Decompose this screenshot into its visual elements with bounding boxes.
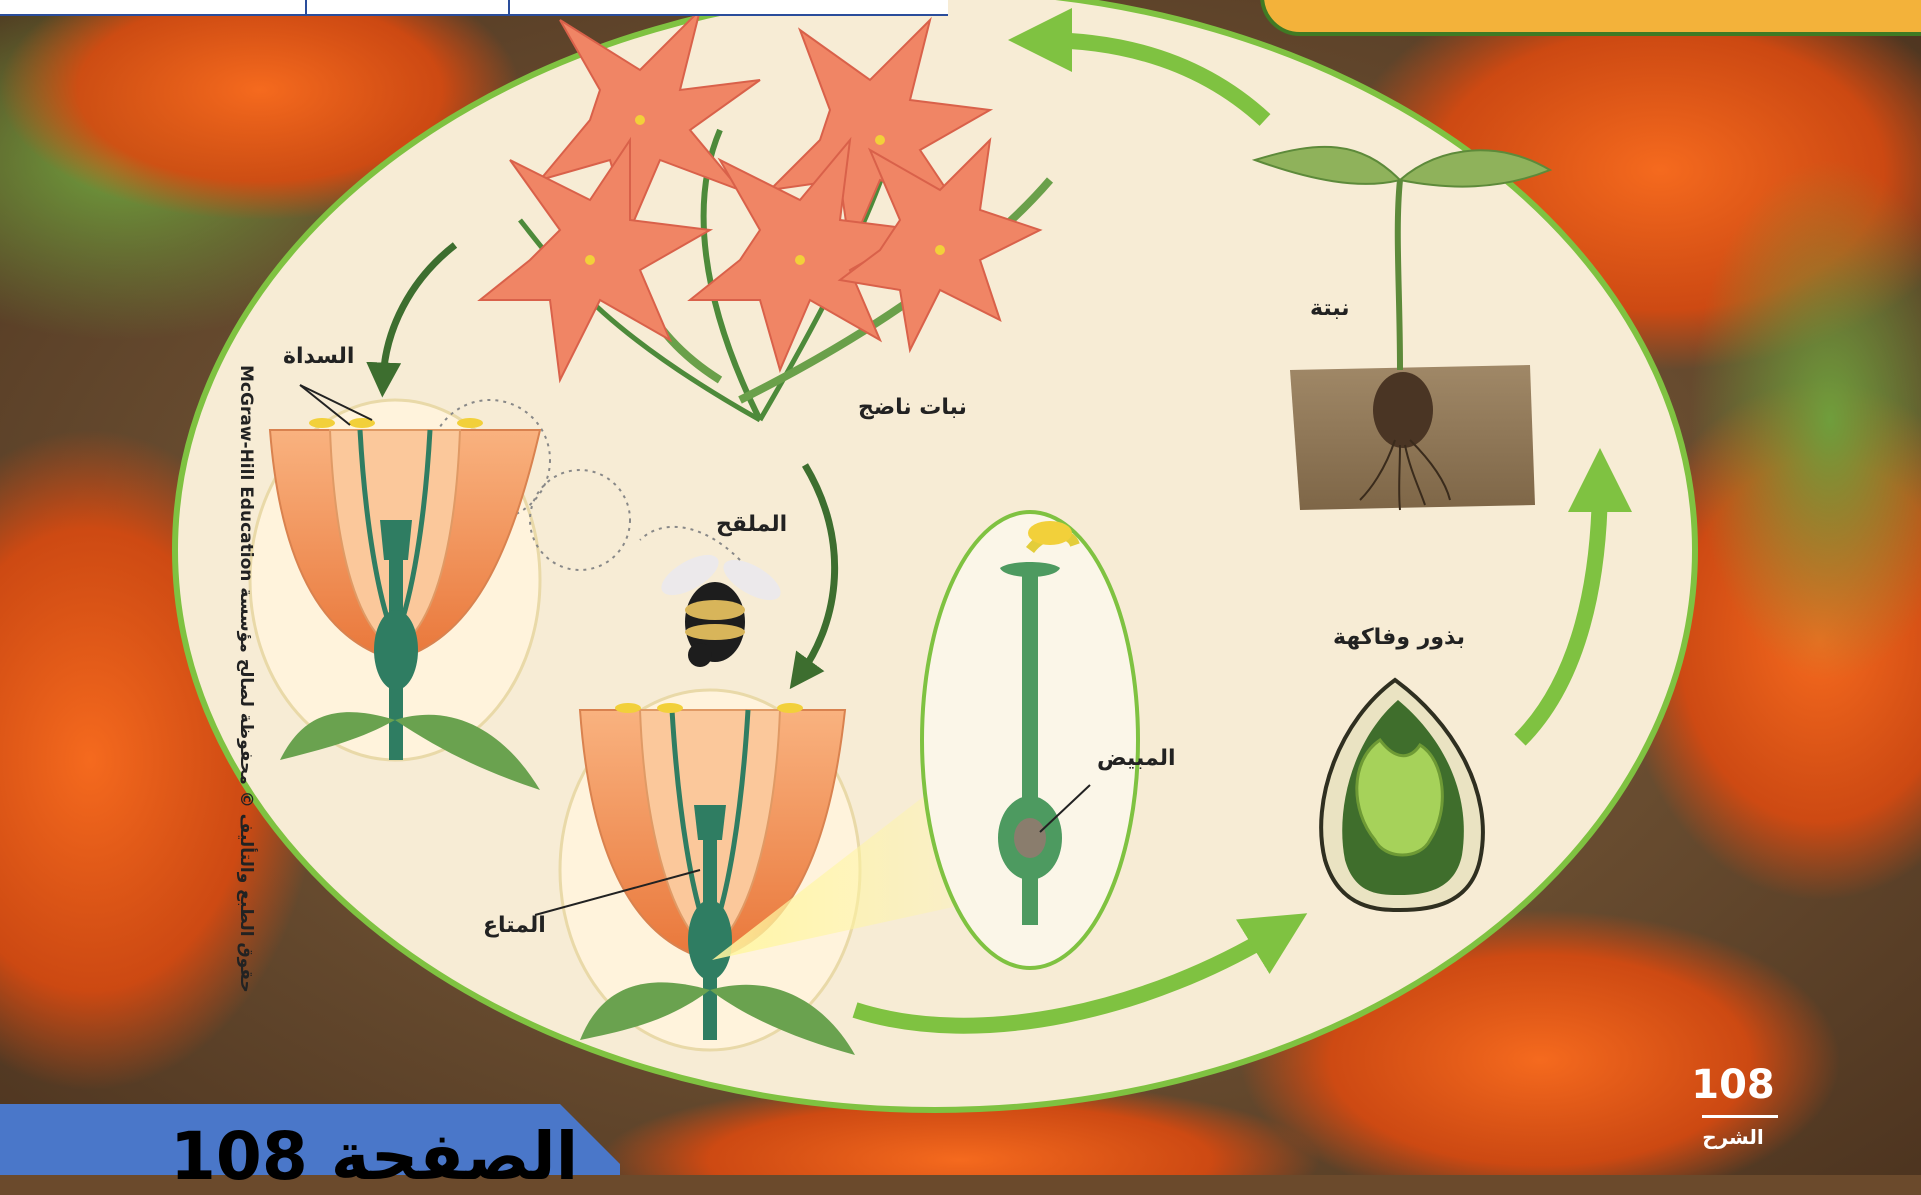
page-number: 108 [1688,1062,1778,1108]
section-tag [1260,0,1921,36]
copyright-text: حقوق الطبع والتأليف © محفوظة لصالح مؤسسة… [236,365,256,993]
pistil-magnified [922,512,1138,968]
label-seedling: نبتة [1310,296,1350,321]
label-seeds-fruit: بذور وفاكهة [1333,625,1465,650]
top-toolbar-strip [0,0,948,16]
page-number-underline [1702,1115,1778,1118]
label-anther: المتاع [483,913,546,938]
label-ovary: المبيض [1097,746,1176,771]
toolbar-divider [305,0,307,14]
toolbar-divider [508,0,510,14]
label-mature-plant: نبات ناضج [858,395,967,420]
banner-title: الصفحة 108 [170,1118,578,1195]
label-sepal: السداة [283,344,354,369]
label-pollinator: الملقح [716,512,787,537]
copyright-notice: حقوق الطبع والتأليف © محفوظة لصالح مؤسسة… [228,365,258,1065]
page-section-label: الشرح [1688,1125,1778,1149]
